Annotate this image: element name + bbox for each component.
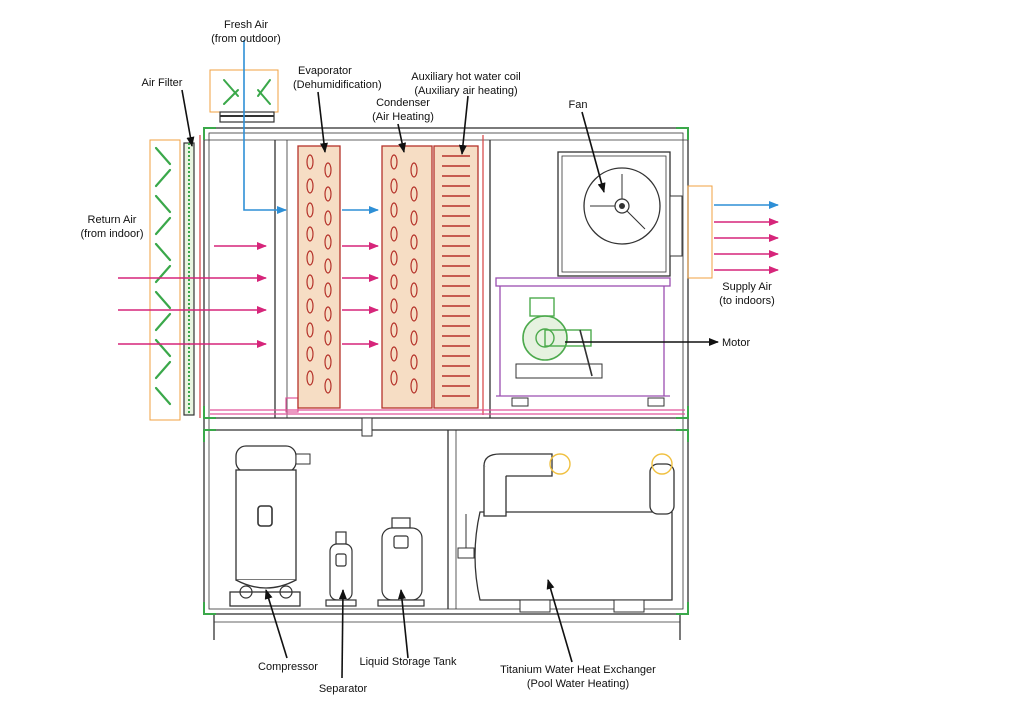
label-return-air: Return Air (from indoor) (81, 214, 144, 240)
svg-text:Liquid Storage Tank: Liquid Storage Tank (359, 656, 457, 668)
heat-exchanger (457, 453, 675, 613)
svg-text:(Dehumidification): (Dehumidification) (293, 79, 382, 91)
fresh-air-arrows (243, 40, 779, 214)
separator (325, 531, 357, 607)
svg-text:Auxiliary hot water coil: Auxiliary hot water coil (411, 71, 520, 83)
svg-text:Compressor: Compressor (258, 661, 318, 673)
svg-text:Condenser: Condenser (376, 97, 430, 109)
svg-text:Separator: Separator (319, 683, 368, 695)
unit-frame (203, 127, 689, 640)
svg-text:Motor: Motor (722, 337, 750, 349)
svg-text:Return Air: Return Air (88, 214, 137, 226)
label-fan: Fan (569, 99, 588, 111)
svg-text:Titanium Water Heat Exchanger: Titanium Water Heat Exchanger (500, 664, 656, 676)
svg-text:(Auxiliary air heating): (Auxiliary air heating) (414, 85, 517, 97)
svg-text:Air Filter: Air Filter (142, 77, 183, 89)
compressor (229, 445, 311, 607)
return-air-arrows (118, 242, 379, 348)
air-filter (183, 142, 195, 416)
auxiliary-coil (433, 145, 479, 409)
condenser (381, 145, 433, 409)
label-aux-coil: Auxiliary hot water coil (Auxiliary air … (411, 71, 520, 97)
label-liquid-tank: Liquid Storage Tank (359, 656, 457, 668)
fan (557, 151, 683, 277)
damper-lines (199, 135, 484, 418)
svg-text:(Pool Water Heating): (Pool Water Heating) (527, 678, 629, 690)
svg-text:(from indoor): (from indoor) (81, 228, 144, 240)
label-separator: Separator (319, 683, 368, 695)
leader-lines (181, 89, 719, 679)
motor-feet (511, 397, 665, 407)
supply-air-arrows (714, 218, 779, 274)
label-fresh-air: Fresh Air (from outdoor) (211, 19, 281, 45)
drain-fitting (361, 417, 373, 437)
svg-text:(to indoors): (to indoors) (719, 295, 775, 307)
label-air-filter: Air Filter (142, 77, 183, 89)
svg-text:(from outdoor): (from outdoor) (211, 33, 281, 45)
motor-stand (495, 277, 671, 397)
label-compressor: Compressor (258, 661, 318, 673)
svg-text:Fan: Fan (569, 99, 588, 111)
supply-air-outlet (687, 185, 713, 279)
svg-text:Fresh Air: Fresh Air (224, 19, 268, 31)
corner-brackets (203, 127, 689, 615)
svg-text:(Air Heating): (Air Heating) (372, 111, 434, 123)
label-motor: Motor (722, 337, 750, 349)
label-evaporator: Evaporator (Dehumidification) (293, 65, 382, 91)
fresh-air-inlet (209, 69, 279, 123)
evaporator (297, 145, 341, 409)
svg-text:Evaporator: Evaporator (298, 65, 352, 77)
label-condenser: Condenser (Air Heating) (372, 97, 434, 123)
label-supply-air: Supply Air (to indoors) (719, 281, 775, 307)
svg-text:Supply Air: Supply Air (722, 281, 772, 293)
liquid-storage-tank (377, 517, 425, 607)
motor (515, 297, 603, 379)
label-heat-exchanger: Titanium Water Heat Exchanger (Pool Wate… (500, 664, 656, 690)
return-air-louver (149, 139, 181, 421)
